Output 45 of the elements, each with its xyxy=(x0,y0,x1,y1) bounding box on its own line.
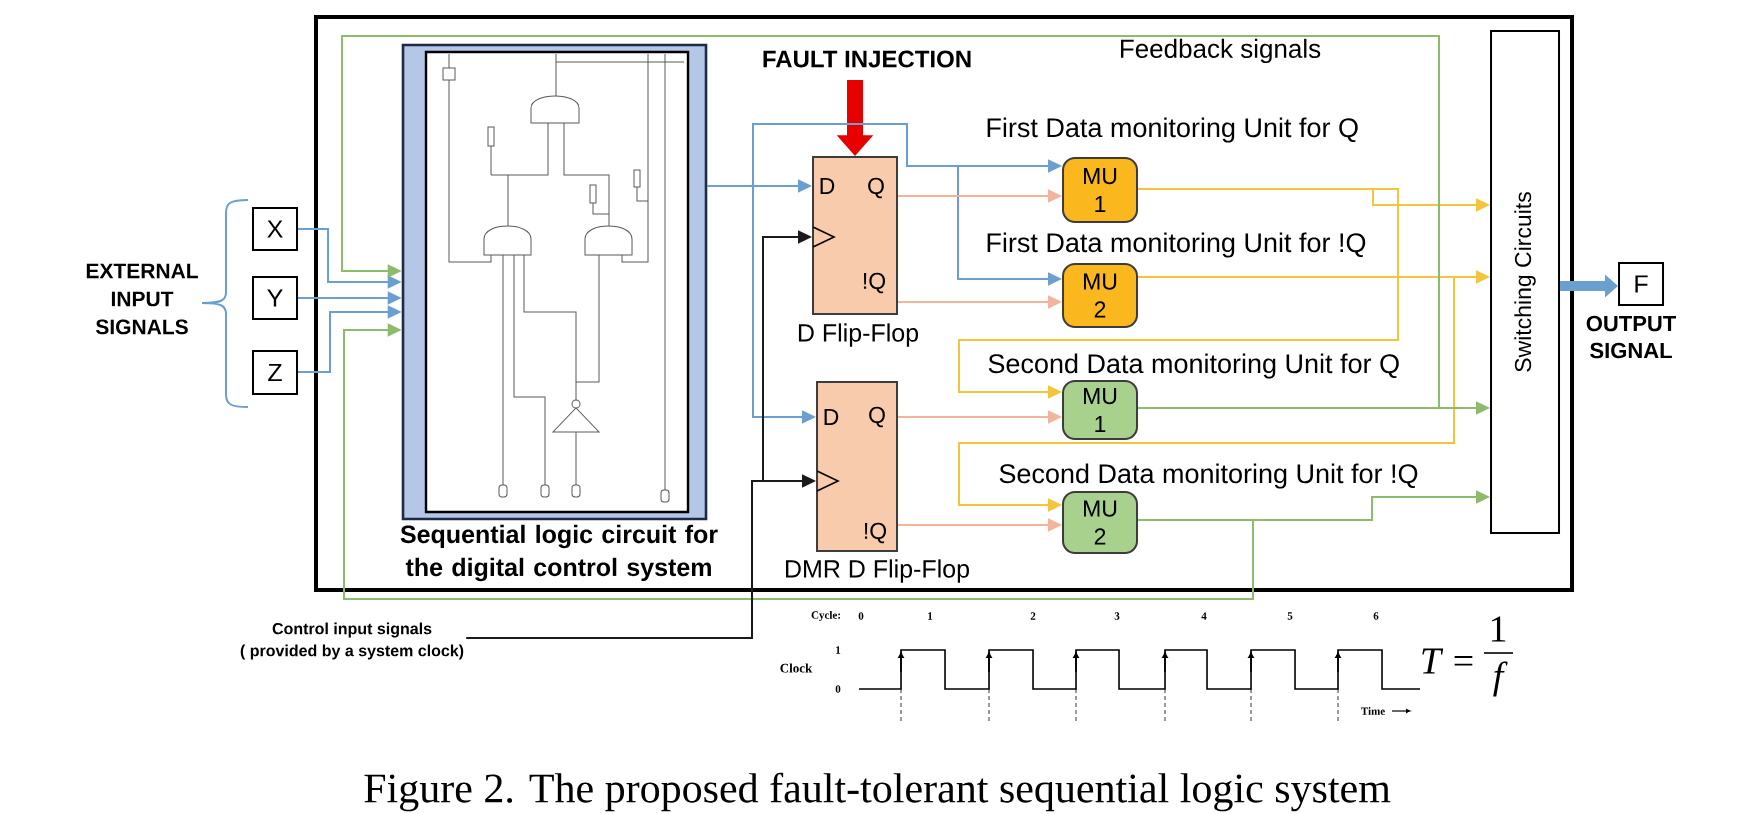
unit-heading: Second Data monitoring Unit for !Q xyxy=(999,463,1418,489)
tick-label: 0 xyxy=(835,685,841,693)
pin-label: D xyxy=(820,178,835,194)
pin-label: Q xyxy=(869,406,885,428)
monitor-box: MU 1 xyxy=(1062,380,1138,440)
monitor-box: MU 2 xyxy=(1062,491,1138,554)
arrow xyxy=(958,276,1455,512)
switching-box: Switching Circuits xyxy=(1490,30,1560,534)
unit-heading: First Data monitoring Unit for Q xyxy=(987,117,1358,143)
tick-label: 1 xyxy=(928,612,933,620)
monitor-box: MU 2 xyxy=(1062,263,1138,328)
group-label: EXTERNAL INPUT SIGNALS xyxy=(86,263,198,335)
pin-label: !Q xyxy=(864,522,887,544)
tick-label: 5 xyxy=(1287,612,1293,620)
axis-label: Time xyxy=(1361,707,1385,715)
arrow xyxy=(958,188,1399,399)
formula-text: 1 xyxy=(1491,616,1506,642)
axis-label: Clock xyxy=(780,663,813,673)
signal-label: Control input signals ( provided by a system clock) xyxy=(240,622,464,660)
tick-label: 4 xyxy=(1201,612,1207,620)
arrow xyxy=(343,323,1254,600)
tick-label: 0 xyxy=(858,612,864,620)
caption: D Flip-Flop xyxy=(798,323,919,347)
caption: Sequential logic circuit for the digital control system xyxy=(400,524,718,582)
figure-caption: Figure 2. The proposed fault-tolerant sequential logic system xyxy=(364,772,1391,812)
tick-label: 6 xyxy=(1373,612,1379,620)
formula-text: f xyxy=(1493,661,1508,697)
unit-heading: First Data monitoring Unit for !Q xyxy=(987,232,1366,258)
input-box: Z xyxy=(252,350,298,395)
signal-label: OUTPUT SIGNAL xyxy=(1586,315,1676,359)
input-box: X xyxy=(252,207,298,251)
formula-text: T = xyxy=(1422,648,1473,674)
monitor-box: MU 1 xyxy=(1062,157,1138,223)
tick-label: 3 xyxy=(1114,612,1120,620)
pin-label: D xyxy=(824,409,839,425)
fault-label: FAULT INJECTION xyxy=(763,50,971,68)
tick-label: 1 xyxy=(836,646,841,654)
caption: DMR D Flip-Flop xyxy=(786,559,969,583)
pin-label: !Q xyxy=(863,272,886,294)
output-box: F xyxy=(1618,262,1664,306)
axis-label: Cycle: xyxy=(811,611,840,621)
pin-label: Q xyxy=(868,177,884,199)
tick-label: 2 xyxy=(1030,612,1036,620)
input-box: Y xyxy=(252,276,298,320)
unit-heading: Second Data monitoring Unit for Q xyxy=(988,353,1399,379)
